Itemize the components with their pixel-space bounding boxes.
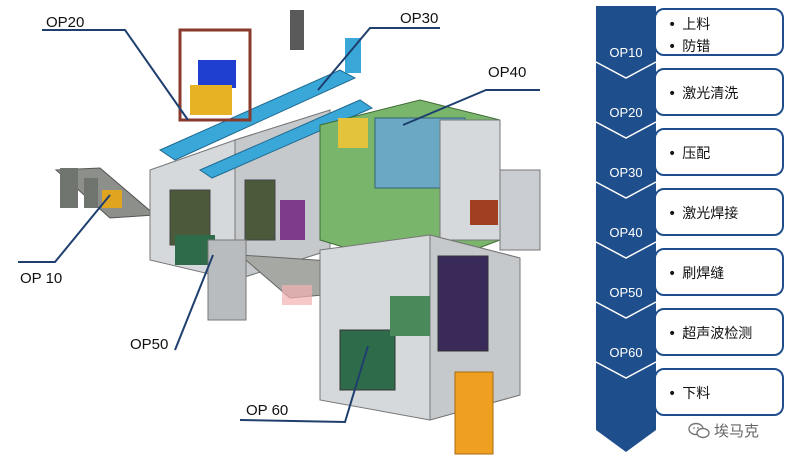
process-step-op-label: OP40 <box>609 225 643 240</box>
leader-op10 <box>18 194 111 263</box>
watermark: 埃马克 <box>688 420 759 441</box>
process-step-item: • 刷焊缝 <box>668 263 782 285</box>
bullet: • <box>668 39 677 55</box>
process-step-op-label: OP30 <box>609 165 643 180</box>
bullet: • <box>668 146 677 162</box>
callout-op50: OP50 <box>130 336 169 353</box>
wechat-icon <box>688 422 710 438</box>
callout-op40: OP40 <box>488 64 527 81</box>
bullet: • <box>668 17 677 33</box>
machine-op40 <box>280 99 541 271</box>
callout-op60: OP 60 <box>246 402 289 419</box>
callout-op10: OP 10 <box>20 270 63 287</box>
callout-op30: OP30 <box>400 10 439 27</box>
process-step-box: • 上料 • 防错 <box>654 8 784 56</box>
process-step-text: 防错 <box>682 39 711 55</box>
bullet: • <box>668 266 677 282</box>
process-step-box: • 刷焊缝 <box>654 248 784 296</box>
process-step-op-label: OP10 <box>609 45 643 60</box>
process-step-text: 压配 <box>682 146 711 162</box>
leader-op20 <box>42 29 189 121</box>
process-step-text: 超声波检测 <box>682 326 753 342</box>
process-step-op-label: OP20 <box>609 105 643 120</box>
process-step-box: • 激光清洗 <box>654 68 784 116</box>
machine-op60 <box>319 234 521 455</box>
leader-op40 <box>402 89 540 126</box>
leader-op60 <box>239 345 369 424</box>
process-step-item: • 激光清洗 <box>668 83 782 105</box>
process-step-item: • 压配 <box>668 143 782 165</box>
process-step-text: 激光清洗 <box>682 86 739 102</box>
process-step-text: 下料 <box>682 386 711 402</box>
process-step-box: • 下料 <box>654 368 784 416</box>
process-step-item: • 上料 <box>668 14 782 36</box>
process-step-text: 刷焊缝 <box>682 266 725 282</box>
leader-op50 <box>174 254 214 351</box>
process-step-box: • 超声波检测 <box>654 308 784 356</box>
bullet: • <box>668 326 677 342</box>
process-step-item: • 下料 <box>668 383 782 405</box>
process-step-box: • 压配 <box>654 128 784 176</box>
conveyor-op10 <box>54 167 157 219</box>
process-step-item: • 激光焊接 <box>668 203 782 225</box>
bullet: • <box>668 386 677 402</box>
leader-op30 <box>317 27 440 91</box>
process-step-item: • 超声波检测 <box>668 323 782 345</box>
process-step-box: • 激光焊接 <box>654 188 784 236</box>
watermark-text: 埃马克 <box>714 422 760 440</box>
bullet: • <box>668 86 677 102</box>
process-step-op-label: OP60 <box>609 345 643 360</box>
bullet: • <box>668 206 677 222</box>
callout-op20: OP20 <box>46 14 85 31</box>
process-step-op-label: OP50 <box>609 285 643 300</box>
process-step-text: 激光焊接 <box>682 206 739 222</box>
process-step-text: 上料 <box>682 17 711 33</box>
process-step-item: • 防错 <box>668 36 782 58</box>
